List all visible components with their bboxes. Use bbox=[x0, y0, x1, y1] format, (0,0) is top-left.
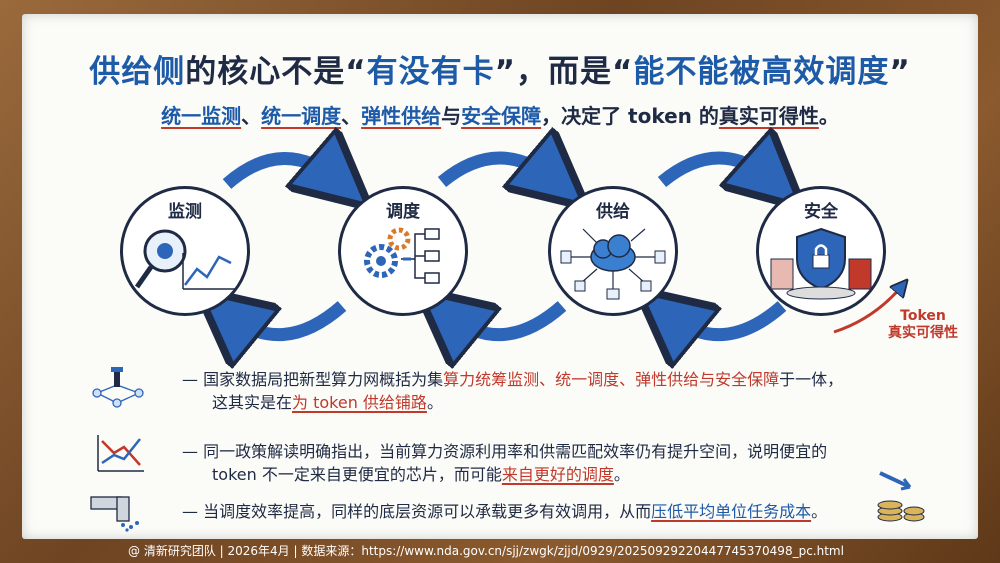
title-part: ”，而是“ bbox=[494, 54, 634, 90]
trend-chart-icon bbox=[97, 435, 144, 472]
water-pipe-icon bbox=[90, 496, 139, 532]
step-label: 监测 bbox=[168, 202, 202, 222]
bullet-highlight: 算力统筹监测、统一调度、弹性供给与安全保障 bbox=[443, 370, 780, 389]
step-monitor: 监测 bbox=[120, 186, 250, 316]
subtitle-keyword: 弹性供给 bbox=[361, 104, 442, 128]
bullet-text: 于一体， bbox=[779, 370, 844, 389]
bullet-item: — 国家数据局把新型算力网概括为集算力统筹监测、统一调度、弹性供给与安全保障于一… bbox=[182, 369, 843, 391]
subtitle-keyword: 统一监测 bbox=[161, 104, 242, 128]
bullet-text: token 不一定来自更便宜的芯片，而可能 bbox=[212, 465, 502, 484]
bullet-text: 。 bbox=[426, 393, 443, 412]
subtitle-text: 。 bbox=[818, 104, 839, 128]
subtitle-keyword: 安全保障 bbox=[461, 104, 542, 128]
title-part: 能不能被高效调度 bbox=[633, 54, 890, 90]
title-part: 的核心不是“ bbox=[185, 54, 367, 90]
arrow-supply-to-security bbox=[657, 158, 774, 182]
bullet-text: 。 bbox=[811, 502, 828, 521]
bullet-item: 这其实是在为 token 供给铺路。 bbox=[212, 392, 443, 414]
footer-source: @ 清新研究团队 | 2026年4月 | 数据来源：https://www.nd… bbox=[128, 544, 844, 558]
network-tower-icon bbox=[92, 367, 144, 408]
step-security: 安全 bbox=[756, 186, 886, 316]
bullet-item: — 当调度效率提高，同样的底层资源可以承载更多有效调用，从而压低平均单位任务成本… bbox=[182, 501, 827, 523]
arrow-supply-to-dispatch bbox=[447, 306, 567, 335]
coin-stack-icon bbox=[877, 471, 925, 522]
arrow-dispatch-to-supply bbox=[437, 158, 557, 182]
token-note: Token 真实可得性 bbox=[880, 308, 966, 342]
step-label: 供给 bbox=[596, 202, 630, 222]
cycle-arrows bbox=[22, 14, 978, 539]
subtitle-text: ，决定了 token 的 bbox=[541, 104, 719, 128]
bullet-item: token 不一定来自更便宜的芯片，而可能来自更好的调度。 bbox=[212, 464, 630, 486]
shield-lock-icon bbox=[770, 227, 872, 300]
page-subtitle: 统一监测、统一调度、弹性供给与安全保障，决定了 token 的真实可得性。 bbox=[22, 100, 978, 129]
bullet-item: — 同一政策解读明确指出，当前算力资源利用率和供需匹配效率仍有提升空间，说明便宜… bbox=[182, 441, 827, 463]
subtitle-keyword: 统一调度 bbox=[261, 104, 342, 128]
whiteboard: 供给侧的核心不是“有没有卡”，而是“能不能被高效调度” 统一监测、统一调度、弹性… bbox=[22, 14, 978, 539]
title-part: 供给侧 bbox=[89, 54, 186, 90]
arrow-security-to-supply bbox=[667, 306, 787, 335]
step-supply: 供给 bbox=[548, 186, 678, 316]
magnifier-chart-icon bbox=[134, 229, 235, 290]
step-label: 安全 bbox=[804, 202, 838, 222]
bullet-text: 。 bbox=[613, 465, 630, 484]
bullet-text: — 当调度效率提高，同样的底层资源可以承载更多有效调用，从而 bbox=[182, 502, 652, 521]
page-title: 供给侧的核心不是“有没有卡”，而是“能不能被高效调度” bbox=[22, 46, 978, 91]
bullet-text: — 同一政策解读明确指出，当前算力资源利用率和供需匹配效率仍有提升空间，说明便宜… bbox=[182, 442, 828, 461]
title-part: ” bbox=[889, 54, 911, 90]
bullet-highlight: 压低平均单位任务成本 bbox=[651, 502, 812, 521]
token-note-line: Token bbox=[900, 308, 946, 324]
step-label: 调度 bbox=[386, 202, 420, 222]
arrow-dispatch-to-monitor bbox=[227, 306, 347, 335]
token-note-line: 真实可得性 bbox=[888, 325, 958, 341]
subtitle-text: 、 bbox=[341, 104, 362, 128]
subtitle-keyword: 真实可得性 bbox=[718, 104, 819, 128]
arrow-monitor-to-dispatch bbox=[222, 158, 340, 184]
token-arrow bbox=[833, 286, 902, 334]
subtitle-text: 、 bbox=[241, 104, 262, 128]
cloud-network-icon bbox=[560, 228, 666, 300]
bullet-highlight: 来自更好的调度 bbox=[501, 465, 614, 484]
step-dispatch: 调度 bbox=[338, 186, 468, 316]
title-part: 有没有卡 bbox=[366, 54, 495, 90]
gears-flowchart-icon bbox=[364, 227, 440, 284]
bullet-highlight: 为 token 供给铺路 bbox=[292, 393, 427, 412]
bullet-text: — 国家数据局把新型算力网概括为集 bbox=[182, 370, 444, 389]
subtitle-text: 与 bbox=[441, 104, 462, 128]
bullet-text: 这其实是在 bbox=[212, 393, 293, 412]
